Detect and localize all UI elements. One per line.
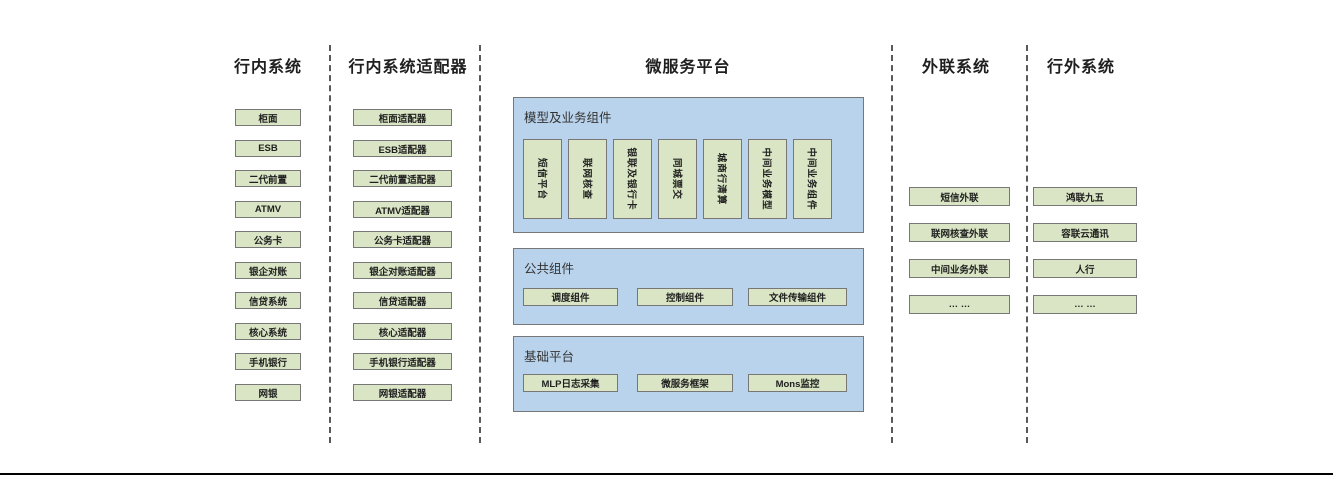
column-title-microservice-platform: 微服务平台 [645,59,731,76]
model-component-label: 联网核查 [580,157,592,201]
panel-title-common-components: 公共组件 [524,262,575,276]
adapter-box: 柜面适配器 [353,109,452,126]
outreach-system-box: 中间业务外联 [909,259,1010,278]
model-component-label: 中间业务模型 [760,147,772,211]
column-title-internal-adapters: 行内系统适配器 [348,59,468,76]
column-separator-line [479,45,481,443]
model-component-label: 短信平台 [535,157,547,201]
panel-common-components [513,248,864,325]
model-component-box: 短信平台 [523,139,562,219]
internal-system-box: 网银 [235,384,301,401]
model-component-box: 联网核查 [568,139,607,219]
column-separator-line [329,45,331,443]
adapter-box: ESB适配器 [353,140,452,157]
internal-system-box: 银企对账 [235,262,301,279]
panel-title-base-platform: 基础平台 [524,350,575,364]
internal-system-box: 手机银行 [235,353,301,370]
model-component-box: 中间业务组件 [793,139,832,219]
internal-system-box: 信贷系统 [235,292,301,309]
outreach-system-box: 短信外联 [909,187,1010,206]
outreach-system-box: 联网核查外联 [909,223,1010,242]
internal-system-box: 核心系统 [235,323,301,340]
internal-system-box: 柜面 [235,109,301,126]
model-component-label: 城商行清算 [715,152,727,206]
panel-title-model-business-components: 模型及业务组件 [524,111,612,125]
common-component-box: 调度组件 [523,288,618,306]
internal-system-box: 二代前置 [235,170,301,187]
adapter-box: 二代前置适配器 [353,170,452,187]
column-separator-line [891,45,893,443]
external-system-box: … … [1033,295,1137,314]
adapter-box: ATMV适配器 [353,201,452,218]
model-component-label: 同城票交 [670,157,682,201]
adapter-box: 银企对账适配器 [353,262,452,279]
model-component-box: 同城票交 [658,139,697,219]
column-title-outreach-systems: 外联系统 [921,59,990,76]
page-bottom-border-line [0,473,1333,475]
adapter-box: 手机银行适配器 [353,353,452,370]
model-component-label: 中间业务组件 [805,147,817,211]
external-system-box: 容联云通讯 [1033,223,1137,242]
external-system-box: 人行 [1033,259,1137,278]
model-component-label: 银联及银行卡 [625,147,637,211]
base-platform-box: 微服务框架 [637,374,733,392]
model-component-box: 城商行清算 [703,139,742,219]
adapter-box: 信贷适配器 [353,292,452,309]
internal-system-box: 公务卡 [235,231,301,248]
base-platform-box: Mons监控 [748,374,847,392]
model-component-box: 银联及银行卡 [613,139,652,219]
adapter-box: 核心适配器 [353,323,452,340]
adapter-box: 公务卡适配器 [353,231,452,248]
base-platform-box: MLP日志采集 [523,374,618,392]
column-separator-line [1026,45,1028,443]
model-component-box: 中间业务模型 [748,139,787,219]
adapter-box: 网银适配器 [353,384,452,401]
column-title-internal-systems: 行内系统 [233,59,302,76]
internal-system-box: ESB [235,140,301,157]
column-title-external-systems: 行外系统 [1046,59,1115,76]
common-component-box: 文件传输组件 [748,288,847,306]
external-system-box: 鸿联九五 [1033,187,1137,206]
common-component-box: 控制组件 [637,288,733,306]
outreach-system-box: … … [909,295,1010,314]
internal-system-box: ATMV [235,201,301,218]
